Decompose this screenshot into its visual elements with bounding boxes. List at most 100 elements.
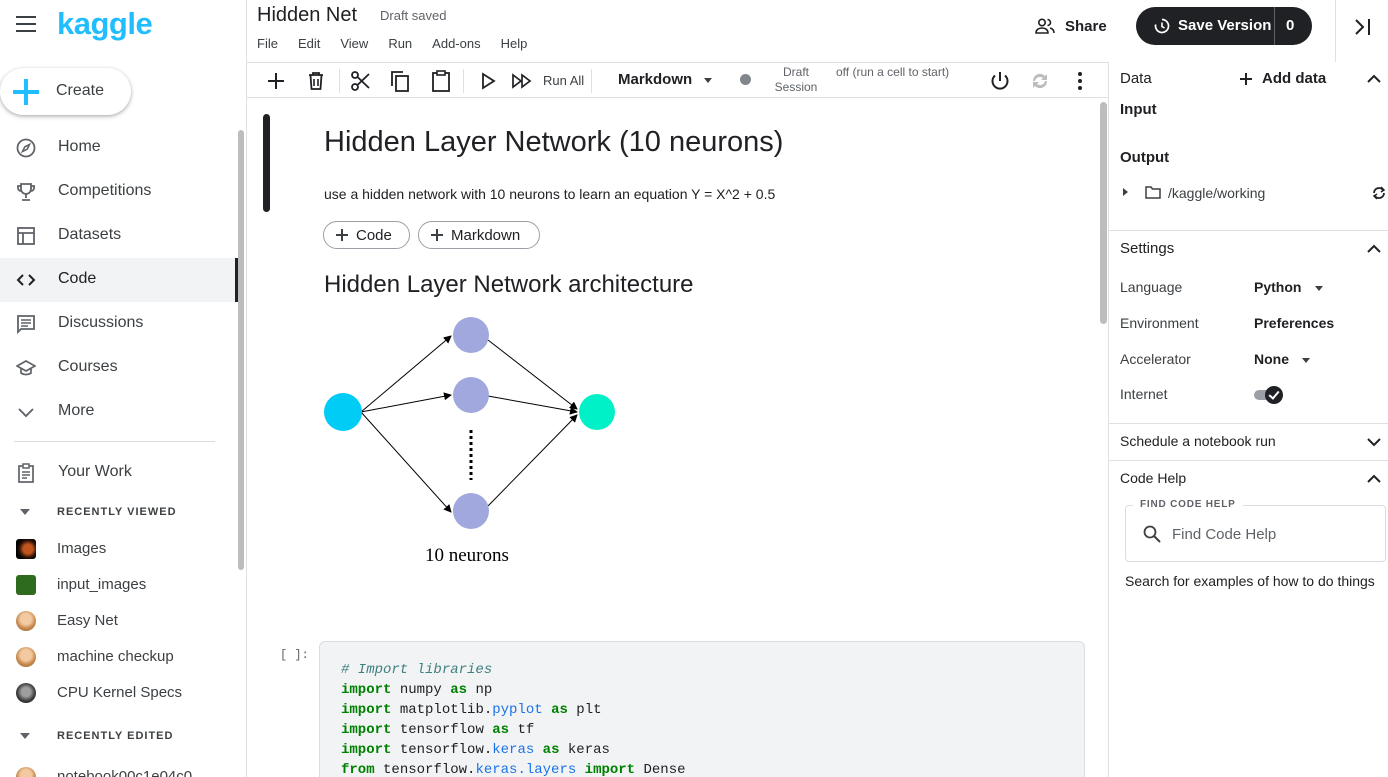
code-keyword: import <box>341 682 392 698</box>
connection-line <box>487 339 578 410</box>
compass-icon <box>16 138 36 158</box>
check-icon <box>1265 386 1283 404</box>
accelerator-dropdown[interactable]: None <box>1254 351 1289 367</box>
nav-item-discussions[interactable]: Discussions <box>0 302 238 346</box>
menu-help[interactable]: Help <box>500 36 528 51</box>
hidden-node <box>453 493 489 529</box>
session-status-dot <box>740 74 751 85</box>
run-all-button[interactable]: Run All <box>543 73 585 88</box>
school-icon <box>16 360 36 376</box>
play-icon[interactable] <box>475 69 499 93</box>
fast-forward-icon[interactable] <box>510 69 534 93</box>
find-code-help-hint: Search for examples of how to do things <box>1125 573 1375 589</box>
hamburger-menu-icon[interactable] <box>16 16 36 32</box>
output-path: /kaggle/working <box>1168 185 1266 201</box>
nav-label: Competitions <box>58 182 152 199</box>
more-vert-icon[interactable] <box>1068 69 1092 93</box>
power-icon[interactable] <box>988 69 1012 93</box>
sidebar-scrollbar[interactable] <box>238 130 244 570</box>
recent-item-label: Images <box>57 540 107 557</box>
left-sidebar: kaggle Create Home Competitions Datasets… <box>0 0 247 777</box>
panel-divider <box>1109 423 1388 424</box>
version-count[interactable]: 0 <box>1286 17 1295 34</box>
avatar-icon <box>16 767 36 777</box>
hidden-node <box>453 317 489 353</box>
folder-icon <box>1145 186 1161 199</box>
recent-item-easy-net[interactable]: Easy Net <box>0 603 238 639</box>
paste-icon[interactable] <box>429 69 453 93</box>
code-editor[interactable]: # Import libraries import numpy as np im… <box>341 660 686 777</box>
notebook-header: Hidden Net Draft saved File Edit View Ru… <box>247 0 1388 62</box>
save-version-button[interactable]: Save Version 0 <box>1136 7 1312 45</box>
menu-file[interactable]: File <box>257 36 278 51</box>
code-keyword: as <box>551 702 568 718</box>
recent-item-input-images[interactable]: input_images <box>0 567 238 603</box>
nav-item-code[interactable]: Code <box>0 258 238 302</box>
recently-viewed-header[interactable]: RECENTLY VIEWED <box>0 501 238 525</box>
nav-item-home[interactable]: Home <box>0 126 238 170</box>
refresh-icon[interactable] <box>1372 185 1386 201</box>
chevron-up-icon[interactable] <box>1367 242 1381 256</box>
menu-run[interactable]: Run <box>388 36 413 51</box>
add-code-cell-button[interactable]: Code <box>323 221 410 249</box>
nav-item-more[interactable]: More <box>0 390 238 434</box>
menu-edit[interactable]: Edit <box>297 36 321 51</box>
add-cell-icon[interactable] <box>264 69 288 93</box>
avatar-icon <box>16 683 36 703</box>
code-alias: tf <box>517 722 535 738</box>
notebook-scrollbar[interactable] <box>1100 102 1107 324</box>
your-work-label: Your Work <box>58 463 132 480</box>
history-icon <box>1154 18 1170 34</box>
cut-icon[interactable] <box>349 69 373 93</box>
chevron-up-icon[interactable] <box>1367 472 1381 486</box>
menu-add-ons[interactable]: Add-ons <box>432 36 481 51</box>
avatar-icon <box>16 611 36 631</box>
nav-item-courses[interactable]: Courses <box>0 346 238 390</box>
recent-item-label: CPU Kernel Specs <box>57 684 183 701</box>
code-icon <box>16 274 36 286</box>
copy-icon[interactable] <box>388 69 412 93</box>
nav-label: Code <box>58 270 97 287</box>
delete-icon[interactable] <box>304 69 328 93</box>
create-button[interactable]: Create <box>0 68 131 115</box>
restart-icon[interactable] <box>1028 69 1052 93</box>
find-code-help-placeholder: Find Code Help <box>1172 526 1277 543</box>
chevron-down-icon[interactable] <box>1367 435 1381 449</box>
nav-label: Discussions <box>58 314 144 331</box>
nav-item-datasets[interactable]: Datasets <box>0 214 238 258</box>
add-markdown-cell-button[interactable]: Markdown <box>418 221 540 249</box>
environment-preferences-link[interactable]: Preferences <box>1254 315 1335 331</box>
nav-item-competitions[interactable]: Competitions <box>0 170 238 214</box>
notebook-editor: Hidden Layer Network (10 neurons) use a … <box>247 98 1108 777</box>
schedule-run-title[interactable]: Schedule a notebook run <box>1120 433 1276 449</box>
caret-down-icon <box>20 733 30 739</box>
share-button[interactable]: Share <box>1035 14 1107 38</box>
chevron-up-icon[interactable] <box>1367 72 1381 86</box>
diagram-caption: 10 neurons <box>425 545 509 566</box>
collapse-panel-button[interactable] <box>1335 0 1388 62</box>
find-code-help-input[interactable]: Find Code Help <box>1125 505 1386 562</box>
chevron-down-icon <box>18 408 34 418</box>
panel-divider <box>1109 460 1388 461</box>
recent-item-machine-checkup[interactable]: machine checkup <box>0 639 238 675</box>
cell-type-dropdown[interactable]: Markdown <box>618 71 693 88</box>
add-data-button[interactable]: Add data <box>1237 70 1326 87</box>
notebook-title[interactable]: Hidden Net <box>257 4 358 26</box>
kaggle-logo[interactable]: kaggle <box>57 6 153 41</box>
recent-item-cpu-kernel-specs[interactable]: CPU Kernel Specs <box>0 675 238 711</box>
share-label: Share <box>1065 17 1107 35</box>
recently-edited-header[interactable]: RECENTLY EDITED <box>0 725 238 749</box>
caret-down-icon <box>1315 286 1323 291</box>
nav-item-your-work[interactable]: Your Work <box>0 451 238 495</box>
add-data-label: Add data <box>1262 70 1327 87</box>
internet-toggle[interactable] <box>1254 386 1284 404</box>
code-cell[interactable]: # Import libraries import numpy as np im… <box>319 641 1085 777</box>
menu-view[interactable]: View <box>340 36 369 51</box>
language-dropdown[interactable]: Python <box>1254 279 1302 295</box>
markdown-paragraph: use a hidden network with 10 neurons to … <box>324 186 776 202</box>
code-keyword: import <box>584 762 636 777</box>
connection-line <box>360 392 452 413</box>
recent-item-images[interactable]: Images <box>0 531 238 567</box>
recent-item-notebook[interactable]: notebook00c1e04c0 <box>0 759 238 777</box>
